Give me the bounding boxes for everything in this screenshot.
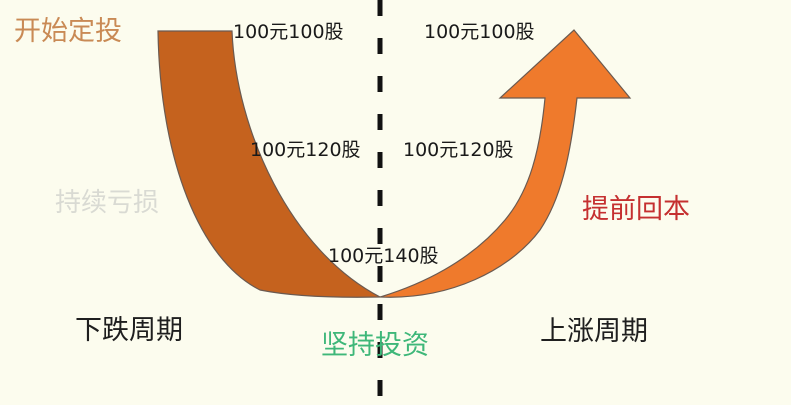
label-continuous-loss: 持续亏损	[55, 188, 160, 218]
share-label-right-mid: 100元120股	[403, 139, 514, 161]
up-trend-arrow	[379, 29, 632, 298]
share-label-left-mid: 100元120股	[250, 139, 361, 161]
label-down-cycle: 下跌周期	[75, 315, 183, 346]
label-up-cycle: 上涨周期	[540, 316, 648, 347]
share-label-left-top: 100元100股	[233, 21, 344, 43]
label-start-investing: 开始定投	[14, 16, 122, 47]
down-trend-band	[157, 30, 381, 298]
share-label-right-top: 100元100股	[424, 21, 535, 43]
label-keep-investing: 坚持投资	[321, 330, 429, 361]
label-early-breakeven: 提前回本	[582, 194, 690, 225]
share-label-bottom: 100元140股	[328, 245, 439, 267]
